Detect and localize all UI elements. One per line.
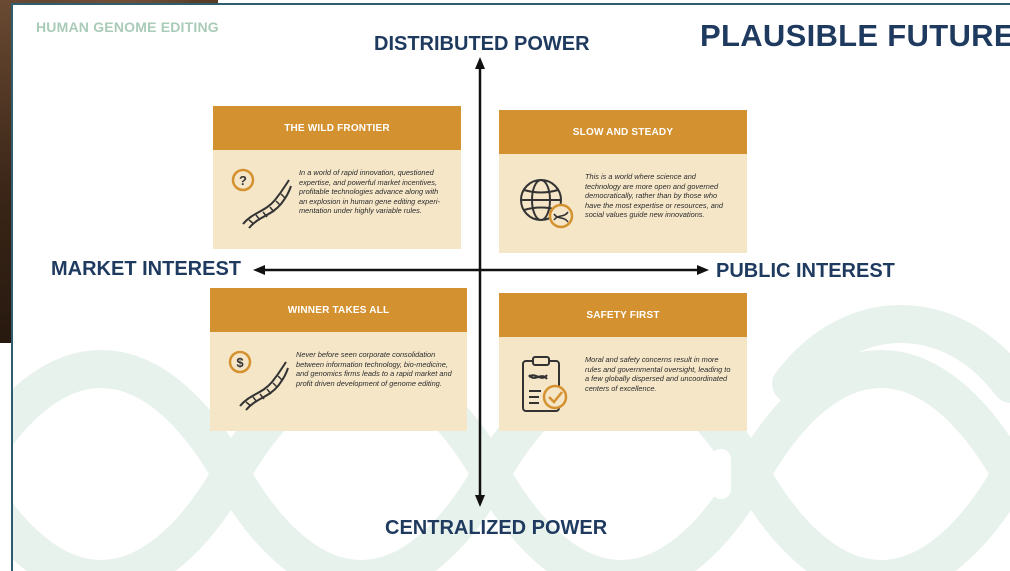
card-title: SAFETY FIRST	[499, 293, 747, 337]
arrow-left-icon	[253, 265, 265, 275]
card-description: In a world of rapid innovation, question…	[299, 168, 440, 216]
svg-text:$: $	[236, 355, 244, 370]
arrow-down-icon	[475, 495, 485, 507]
axes	[253, 57, 709, 507]
card-title: THE WILD FRONTIER	[213, 106, 461, 150]
clipboard-check-icon	[522, 356, 568, 412]
arrow-right-icon	[697, 265, 709, 275]
card-description: Moral and safety concerns result in more…	[585, 355, 731, 393]
card-title: WINNER TAKES ALL	[210, 288, 467, 332]
axis-label-left: MARKET INTEREST	[51, 258, 241, 280]
slide-border	[11, 3, 13, 571]
slide-border	[11, 3, 1010, 5]
quadrant-card-slow-and-steady: SLOW AND STEADY This is a world where sc…	[499, 110, 747, 253]
quadrant-card-safety-first: SAFETY FIRST Moral and safety concerns r…	[499, 293, 747, 431]
card-title: SLOW AND STEADY	[499, 110, 747, 154]
axis-label-top: DISTRIBUTED POWER	[374, 33, 590, 55]
card-description: This is a world where science and techno…	[585, 172, 724, 220]
card-description: Never before seen corporate consolidatio…	[296, 350, 452, 388]
axis-label-right: PUBLIC INTEREST	[716, 260, 895, 282]
dna-watermark	[11, 305, 1010, 571]
question-dna-icon: ?	[231, 168, 292, 229]
quadrant-card-wild-frontier: THE WILD FRONTIER ? In a world of rapid …	[213, 106, 461, 249]
globe-dna-icon	[520, 179, 574, 229]
header-tag: HUMAN GENOME EDITING	[36, 19, 219, 35]
svg-text:?: ?	[239, 173, 247, 188]
slide-title: PLAUSIBLE FUTURES	[700, 18, 1010, 53]
dollar-dna-icon: $	[228, 350, 289, 411]
axis-label-bottom: CENTRALIZED POWER	[385, 517, 608, 539]
arrow-up-icon	[475, 57, 485, 69]
slide: HUMAN GENOME EDITING PLAUSIBLE FUTURES D…	[11, 4, 1010, 571]
quadrant-card-winner-takes-all: WINNER TAKES ALL $ Never before seen cor…	[210, 288, 467, 431]
